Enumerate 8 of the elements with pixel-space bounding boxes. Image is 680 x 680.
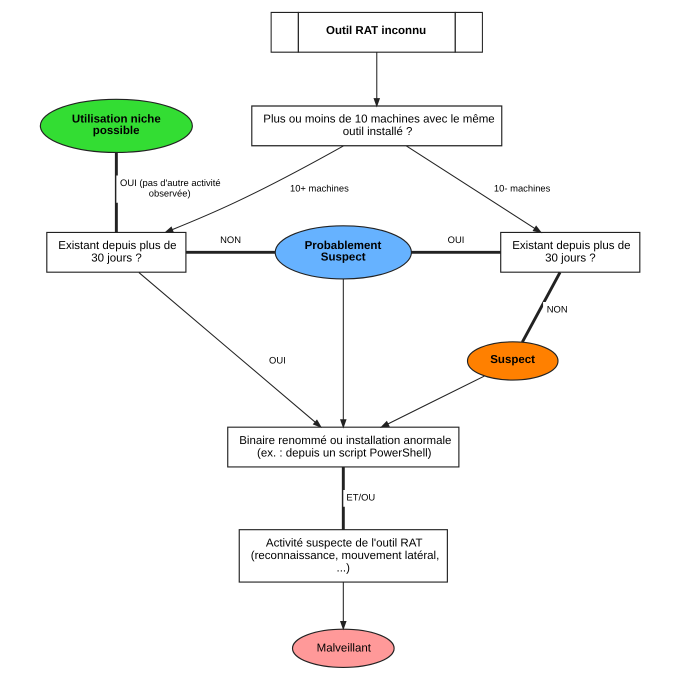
edge-label: OUI — [448, 234, 464, 246]
edge-label: NON — [220, 234, 242, 246]
edge-label: OUI (pas d'autre activité observée) — [120, 177, 221, 199]
edge-label: 10+ machines — [290, 182, 349, 194]
edge-label: ET/OU — [346, 492, 376, 503]
edge-label: 10- machines — [494, 182, 550, 194]
edge-label: NON — [546, 304, 568, 315]
edge-label: OUI — [269, 354, 286, 366]
